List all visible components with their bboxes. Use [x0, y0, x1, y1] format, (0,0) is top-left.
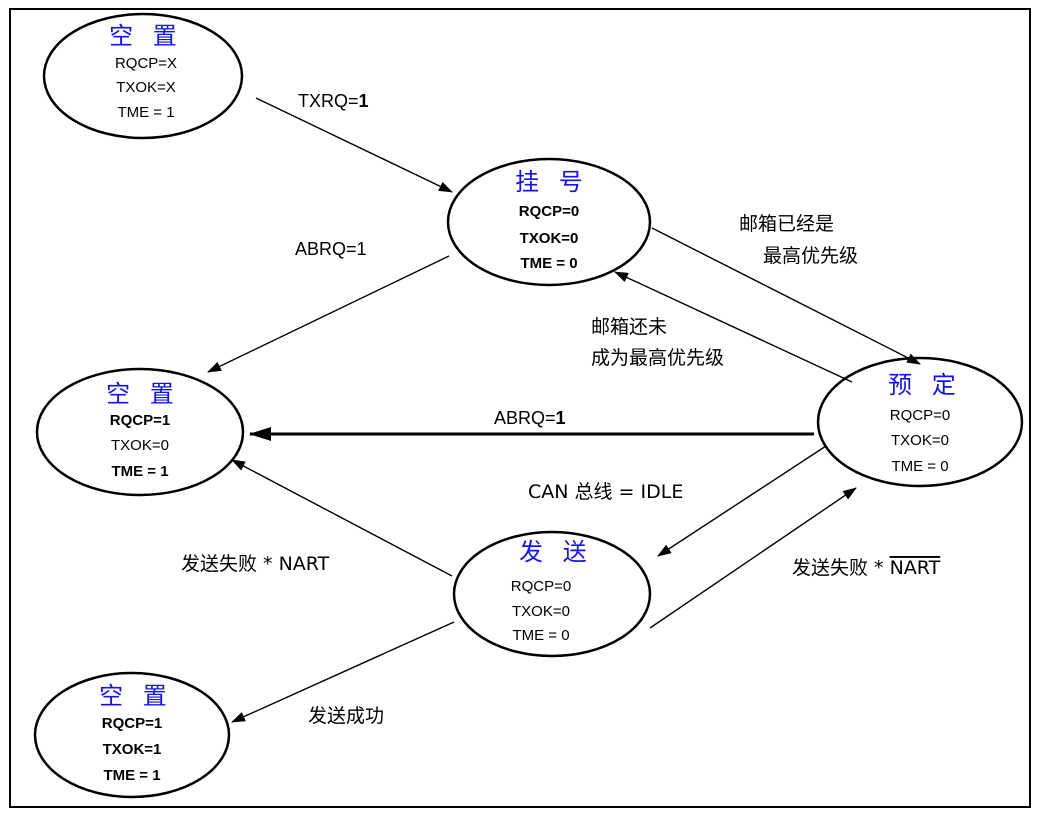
label-highest-line2: 最高优先级	[763, 245, 858, 267]
state-title: 预 定	[888, 371, 962, 399]
reg-txok: TXOK=0	[512, 603, 570, 620]
reg-tme: TME = 1	[103, 767, 160, 784]
arrow-pending-to-scheduled	[651, 227, 921, 365]
label-txrq: TXRQ=1	[298, 91, 369, 111]
state-title: 挂 号	[515, 168, 589, 196]
arrow-transmit-to-idle-nart	[231, 459, 453, 577]
state-scheduled: 预 定 RQCP=0 TXOK=0 TME = 0	[816, 356, 1024, 488]
reg-rqcp: RQCP=0	[511, 578, 571, 595]
diagram-frame	[9, 8, 1031, 808]
arrow-idle-to-pending	[255, 97, 453, 193]
label-abrq-scheduled: ABRQ=1	[494, 408, 566, 428]
reg-tme: TME = 0	[891, 458, 948, 475]
label-abrq-pending: ABRQ=1	[295, 239, 367, 259]
reg-rqcp: RQCP=1	[102, 715, 162, 732]
reg-txok: TXOK=1	[103, 741, 162, 758]
reg-txok: TXOK=0	[111, 437, 169, 454]
state-title: 空 置	[99, 682, 173, 710]
state-pending: 挂 号 RQCP=0 TXOK=0 TME = 0	[446, 157, 652, 287]
label-success: 发送成功	[308, 705, 384, 727]
reg-tme: TME = 0	[520, 255, 577, 272]
state-title: 空 置	[109, 22, 183, 50]
state-idle-top: 空 置 RQCP=X TXOK=X TME = 1	[42, 12, 244, 140]
label-fail-not-nart: 发送失败 * NART	[792, 557, 941, 579]
reg-rqcp: RQCP=0	[890, 407, 950, 424]
arrow-scheduled-to-pending	[614, 271, 853, 383]
label-not-highest-line2: 成为最高优先级	[591, 347, 724, 369]
arrow-transmit-to-scheduled	[649, 487, 857, 629]
reg-tme: TME = 1	[117, 104, 174, 121]
state-title: 空 置	[106, 380, 180, 408]
state-transmit: 发 送 RQCP=0 TXOK=0 TME = 0	[452, 530, 652, 658]
arrow-scheduled-to-transmit	[657, 445, 827, 557]
state-title: 发 送	[519, 538, 593, 566]
reg-txok: TXOK=0	[891, 432, 949, 449]
state-idle-mid: 空 置 RQCP=1 TXOK=0 TME = 1	[35, 367, 245, 497]
reg-tme: TME = 0	[512, 627, 569, 644]
arrow-pending-to-idle	[207, 255, 450, 373]
label-highest-line1: 邮箱已经是	[739, 213, 834, 235]
arrow-transmit-to-idle-success	[231, 621, 455, 723]
reg-txok: TXOK=0	[520, 230, 579, 247]
reg-txok: TXOK=X	[116, 79, 176, 96]
reg-rqcp: RQCP=X	[115, 55, 177, 72]
state-idle-bottom: 空 置 RQCP=1 TXOK=1 TME = 1	[33, 671, 231, 799]
reg-rqcp: RQCP=1	[110, 412, 170, 429]
label-not-highest-line1: 邮箱还未	[591, 316, 667, 338]
label-fail-nart: 发送失败 * NART	[181, 553, 330, 575]
label-can-idle: CAN 总线 = IDLE	[528, 481, 683, 503]
reg-tme: TME = 1	[111, 463, 168, 480]
reg-rqcp: RQCP=0	[519, 203, 579, 220]
nart-overline: NART	[890, 557, 941, 579]
